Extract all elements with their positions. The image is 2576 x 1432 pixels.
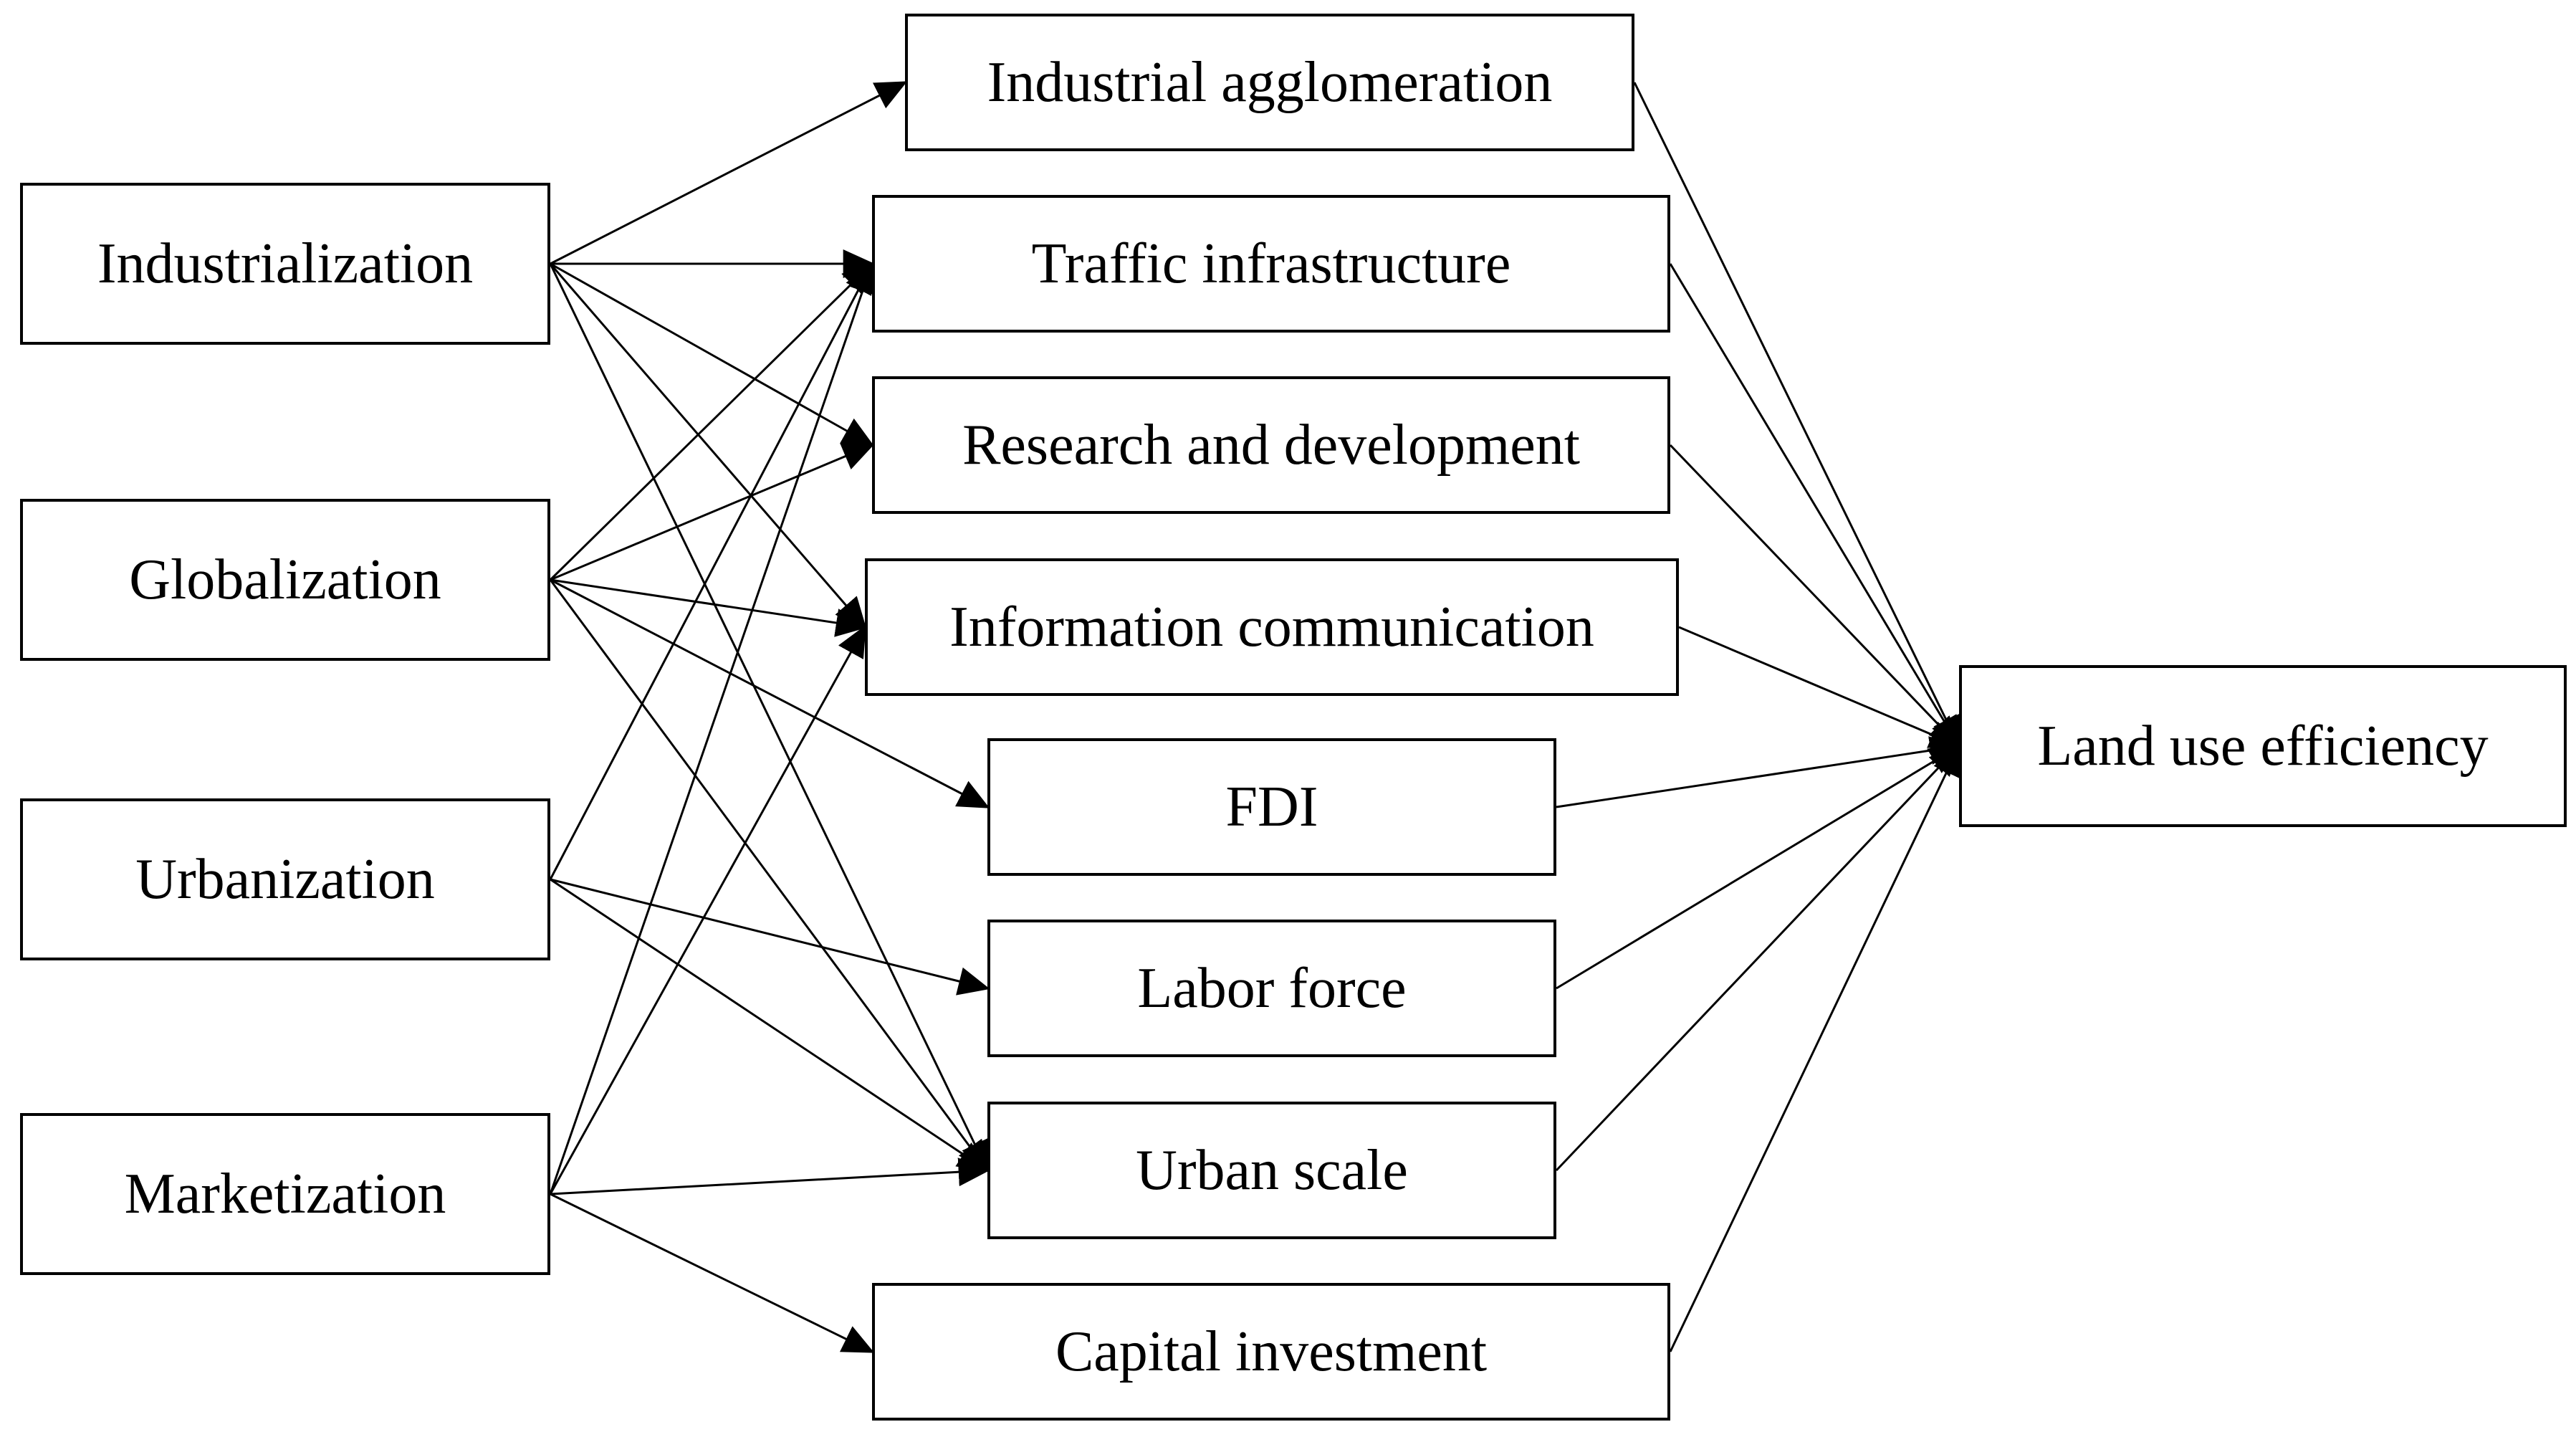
node-urban-scale: Urban scale <box>987 1102 1556 1239</box>
edge-industrialization-to-research-development <box>550 262 875 447</box>
edge-globalization-to-research-development <box>550 443 875 581</box>
edge-urbanization-to-labor-force <box>550 878 990 996</box>
edge-information-communication-to-land-use-efficiency <box>1678 626 1962 748</box>
node-labor-force: Labor force <box>987 920 1556 1057</box>
edge-globalization-to-information-communication <box>550 578 868 637</box>
node-urbanization: Urbanization <box>20 798 550 960</box>
node-research-development: Research and development <box>872 376 1670 514</box>
edge-marketization-to-urban-scale <box>550 1157 990 1195</box>
edge-globalization-to-urban-scale <box>549 579 990 1173</box>
node-land-use-efficiency: Land use efficiency <box>1959 665 2567 827</box>
edge-group <box>549 81 1962 1353</box>
edge-marketization-to-information-communication <box>549 624 866 1195</box>
node-marketization: Marketization <box>20 1113 550 1275</box>
edge-marketization-to-traffic-infrastructure <box>549 261 876 1195</box>
node-capital-investment: Capital investment <box>872 1283 1670 1421</box>
edge-urban-scale-to-land-use-efficiency <box>1555 744 1961 1172</box>
edge-globalization-to-fdi <box>550 578 990 808</box>
edge-capital-investment-to-land-use-efficiency <box>1669 743 1960 1352</box>
edge-industrialization-to-information-communication <box>549 263 867 629</box>
edge-urbanization-to-urban-scale <box>550 878 990 1173</box>
edge-industrialization-to-urban-scale <box>549 263 989 1173</box>
node-fdi: FDI <box>987 738 1556 876</box>
edge-industrial-agglomeration-to-land-use-efficiency <box>1633 82 1960 749</box>
edge-marketization-to-capital-investment <box>550 1193 875 1353</box>
edge-research-development-to-land-use-efficiency <box>1669 444 1961 748</box>
node-information-communication: Information communication <box>865 558 1679 696</box>
edge-fdi-to-land-use-efficiency <box>1556 736 1962 808</box>
node-traffic-infrastructure: Traffic infrastructure <box>872 195 1670 333</box>
node-industrial-agglomeration: Industrial agglomeration <box>905 14 1634 151</box>
edge-labor-force-to-land-use-efficiency <box>1556 745 1962 990</box>
edge-traffic-infrastructure-to-land-use-efficiency <box>1669 263 1960 749</box>
node-globalization: Globalization <box>20 499 550 661</box>
edge-globalization-to-traffic-infrastructure <box>549 262 874 581</box>
edge-industrialization-to-industrial-agglomeration <box>550 81 908 265</box>
edge-urbanization-to-traffic-infrastructure <box>549 261 873 880</box>
node-industrialization: Industrialization <box>20 183 550 345</box>
